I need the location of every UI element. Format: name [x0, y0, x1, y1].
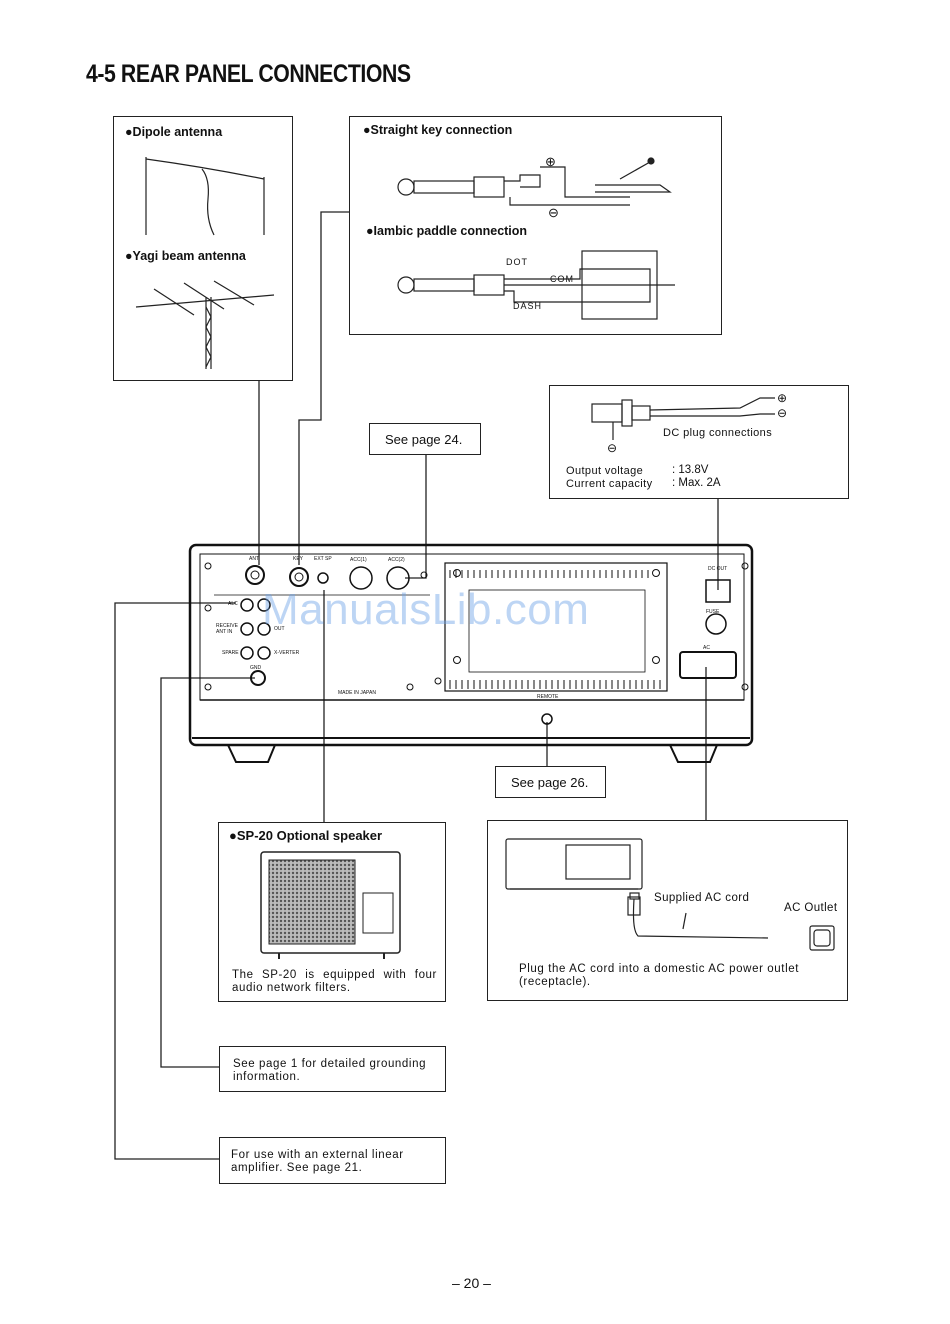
see-page-26-text: See page 26.	[511, 775, 589, 790]
see-page-24-callout: See page 24.	[369, 423, 481, 455]
grounding-note: See page 1 for detailed grounding inform…	[219, 1046, 446, 1092]
key-connection-box: ●Straight key connection ●Iambic paddle …	[349, 116, 722, 335]
dc-plug-caption: DC plug connections	[663, 427, 773, 439]
panel-label-spare: SPARE	[222, 650, 239, 656]
speaker-heading: ●SP-20 Optional speaker	[229, 828, 383, 843]
speaker-box: ●SP-20 Optional speaker The SP-20 is equ…	[218, 822, 446, 1002]
output-voltage-value: : 13.8V	[672, 464, 709, 476]
panel-label-ac: AC	[703, 645, 710, 651]
current-capacity-label: Current capacity	[566, 478, 653, 490]
panel-label-dc-out: DC OUT	[708, 566, 728, 572]
panel-label-alc: ALC	[228, 601, 238, 607]
panel-label-acc1: ACC(1)	[350, 557, 367, 563]
linear-amplifier-note-text: For use with an external linear amplifie…	[231, 1149, 404, 1174]
panel-label-key: KEY	[293, 556, 304, 562]
yagi-antenna-heading: ●Yagi beam antenna	[125, 249, 246, 263]
heatsink-fins	[449, 570, 661, 689]
panel-label-receive-ant-in: RECEIVE ANT IN	[216, 623, 238, 635]
dipole-antenna-heading: ●Dipole antenna	[125, 125, 223, 139]
ac-cord-drawing	[505, 838, 835, 951]
key-plus-symbol: ⊕	[545, 154, 556, 169]
dc-plug-box: DC plug connections Output voltage : 13.…	[549, 385, 849, 499]
ac-instruction: Plug the AC cord into a domestic AC powe…	[519, 963, 800, 988]
key-minus-symbol: ⊖	[548, 205, 559, 220]
grounding-note-text: See page 1 for detailed grounding inform…	[233, 1058, 427, 1083]
output-voltage-label: Output voltage	[566, 465, 644, 477]
supplied-ac-cord-label: Supplied AC cord	[654, 892, 750, 904]
ac-outlet-label: AC Outlet	[784, 902, 838, 914]
see-page-26-callout: See page 26.	[495, 766, 606, 798]
panel-label-out: OUT	[274, 626, 285, 632]
antenna-drawings	[135, 157, 275, 369]
dc-minus-symbol-left: ⊖	[607, 441, 618, 455]
panel-label-xverter: X-VERTER	[274, 650, 300, 656]
speaker-drawing	[260, 851, 401, 959]
dash-label: DASH	[513, 301, 543, 311]
panel-label-acc2: ACC(2)	[388, 557, 405, 563]
page-number: – 20 –	[452, 1275, 491, 1291]
dot-label: DOT	[506, 257, 528, 267]
see-page-24-text: See page 24.	[385, 432, 463, 447]
dc-minus-symbol-right: ⊖	[777, 406, 788, 420]
panel-label-ext-sp: EXT SP	[314, 556, 332, 562]
antenna-box: ●Dipole antenna ●Yagi beam antenna	[113, 116, 293, 381]
panel-label-remote: REMOTE	[537, 694, 559, 700]
ac-cord-box: Supplied AC cord AC Outlet Plug the AC c…	[487, 820, 848, 1001]
iambic-paddle-heading: ●Iambic paddle connection	[366, 224, 528, 238]
panel-label-fuse: FUSE	[706, 609, 720, 615]
panel-label-made-in-japan: MADE IN JAPAN	[338, 690, 376, 696]
dc-plug-drawing	[591, 397, 775, 440]
key-drawings	[397, 157, 675, 320]
watermark: ManualsLib.com	[262, 585, 590, 634]
linear-amplifier-note: For use with an external linear amplifie…	[219, 1137, 446, 1184]
speaker-description: The SP-20 is equipped with four audio ne…	[232, 969, 437, 994]
panel-label-gnd: GND	[250, 665, 262, 671]
current-capacity-value: : Max. 2A	[672, 477, 721, 489]
page-title: 4-5 REAR PANEL CONNECTIONS	[86, 60, 411, 88]
dc-plus-symbol: ⊕	[777, 391, 788, 405]
panel-label-ant: ANT	[249, 556, 259, 562]
straight-key-heading: ●Straight key connection	[363, 123, 513, 137]
